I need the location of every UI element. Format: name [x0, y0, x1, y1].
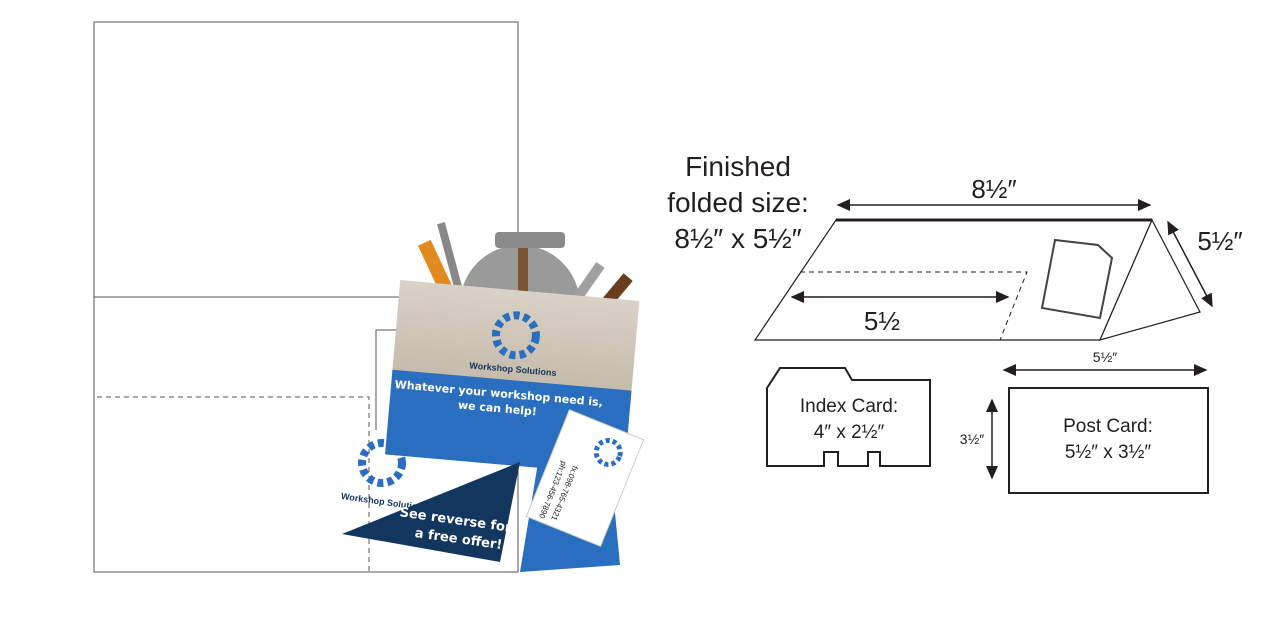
tent-depth-label: 5½″ — [1197, 226, 1242, 256]
index-card-in-pocket — [1040, 238, 1114, 320]
tent-diagram: 8½″ 5½″ 5½ — [753, 174, 1243, 341]
index-card: Index Card: 4″ x 2½″ — [766, 367, 931, 467]
post-card-outline — [1008, 387, 1209, 494]
offer-panel: Workshop Solutions See reverse for a fre… — [340, 439, 520, 562]
pocket-width-label: 5½ — [864, 306, 900, 336]
post-card-title: Post Card: — [1063, 416, 1153, 437]
post-card-width-label: 5½″ — [1093, 349, 1117, 365]
post-card-size: 5½″ x 3½″ — [1065, 442, 1152, 463]
post-card-height-label: 3½″ — [960, 431, 984, 447]
gear-logo-icon — [491, 311, 540, 360]
gear-logo-icon — [358, 439, 406, 487]
tent-width-label: 8½″ — [971, 174, 1016, 204]
heading-line-3: 8½″ x 5½″ — [674, 223, 801, 254]
heading-line-2: folded size: — [667, 187, 809, 218]
depth-arrow — [1167, 220, 1213, 308]
hammer-icon — [518, 238, 528, 300]
finished-size-heading: Finished folded size: 8½″ x 5½″ — [667, 151, 809, 254]
index-card-title: Index Card: — [800, 396, 898, 417]
pocket-cut-line — [97, 396, 370, 572]
offer-triangle — [342, 462, 520, 562]
screwdriver-icon — [437, 222, 463, 292]
post-card: 5½″ 3½″ Post Card: 5½″ x 3½″ — [960, 349, 1209, 494]
index-card-size: 4″ x 2½″ — [814, 422, 885, 443]
index-card-outline — [766, 367, 931, 467]
heading-line-1: Finished — [685, 151, 791, 182]
business-card-pocket: ph:123-456-7890 fx:098-765-4321 — [520, 408, 645, 572]
pocket-line — [800, 271, 1028, 341]
